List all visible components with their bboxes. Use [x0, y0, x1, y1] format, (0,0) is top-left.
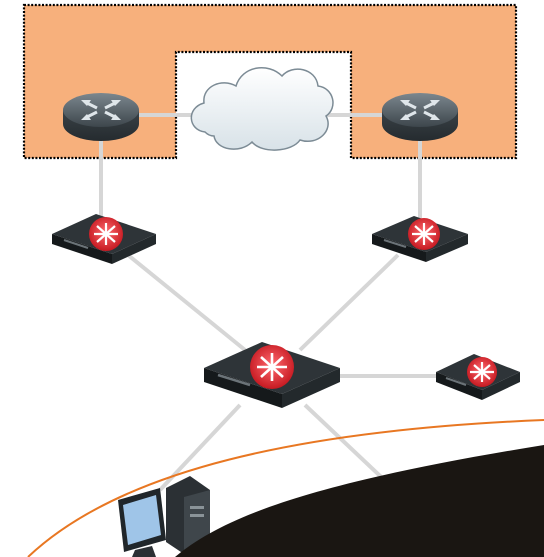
boundary-curve	[27, 419, 544, 557]
switch-icon	[204, 342, 340, 408]
router-icon	[382, 93, 458, 141]
computer-icon	[118, 476, 210, 557]
dark-region	[175, 445, 544, 557]
links	[99, 113, 445, 492]
link-switch-right-core	[298, 253, 400, 352]
switch-icon	[436, 354, 520, 400]
router-icon	[63, 93, 139, 141]
link-switch-left-core	[126, 253, 247, 352]
switch-icon	[372, 216, 468, 262]
cloud-icon	[190, 67, 334, 151]
switch-icon	[52, 214, 156, 264]
link-core-server	[303, 403, 397, 492]
